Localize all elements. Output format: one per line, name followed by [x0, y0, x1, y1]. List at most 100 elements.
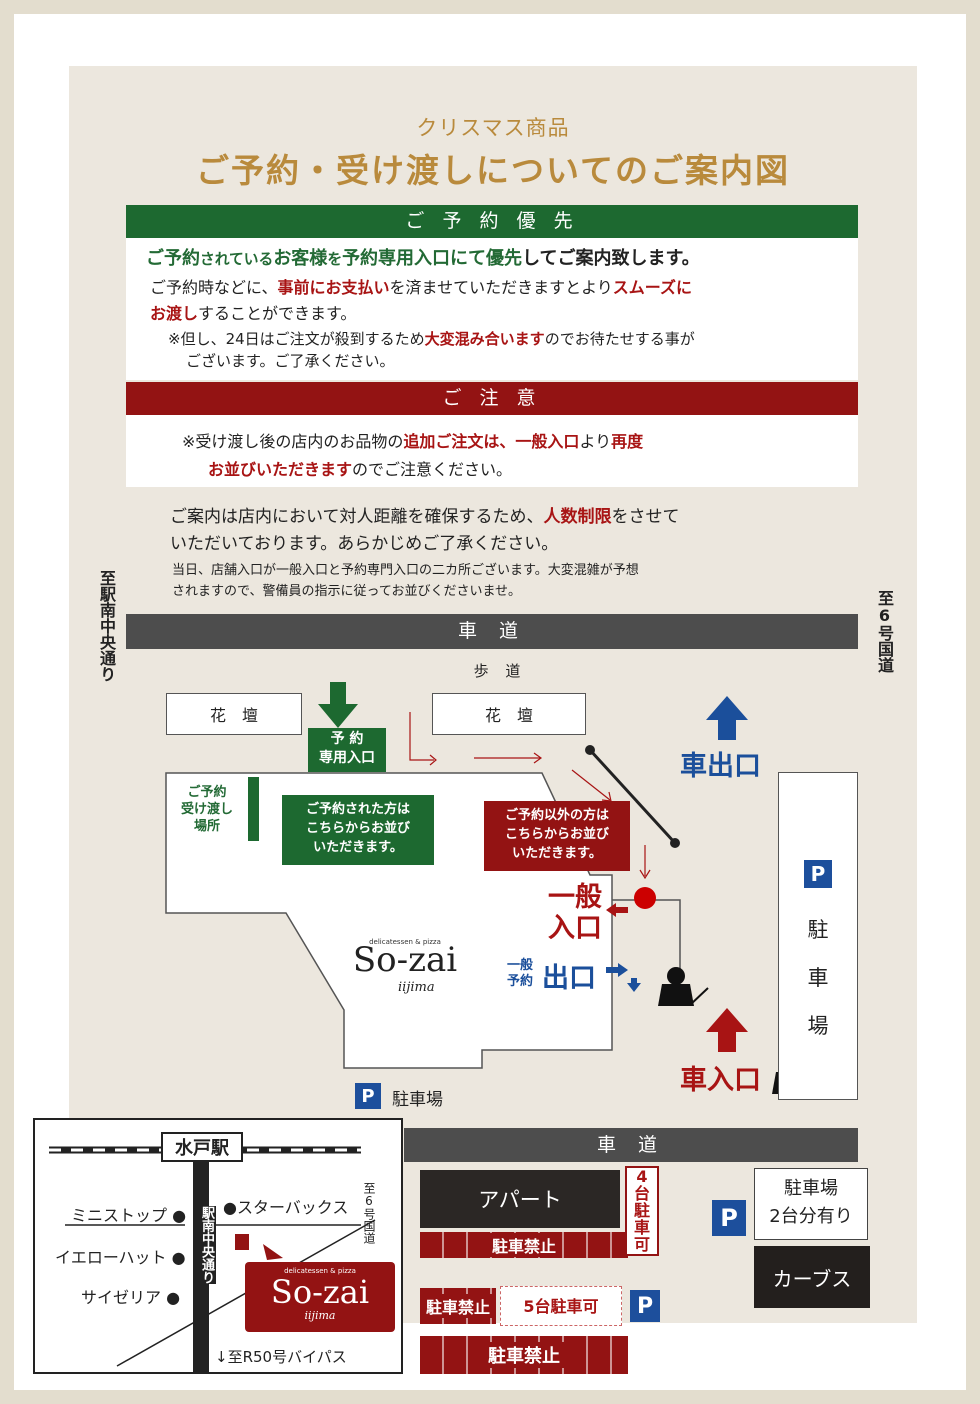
- blue-down-arrow: [627, 978, 641, 992]
- parking-right-lot: [778, 772, 858, 1100]
- parking-2-cars: 駐車場 2台分有り: [754, 1168, 868, 1240]
- blue-right-arrow: [606, 963, 628, 977]
- text-run: 大変混み合います: [424, 330, 545, 348]
- caution-line-1: ※受け渡し後の店内のお品物の追加ご注文は、一般入口より再度: [182, 428, 643, 452]
- parking-icon-right: P: [804, 860, 832, 888]
- text-run: 予約専用入口にて優先: [342, 248, 523, 269]
- inset-saizeriya: サイゼリア ●: [81, 1288, 181, 1307]
- priority-bar: ご 予 約 優 先: [126, 205, 858, 238]
- inset-bypass: ↓至R50号バイパス: [215, 1348, 347, 1366]
- parking-bottom-label: 駐車場: [392, 1090, 443, 1110]
- exit-label: 出口: [542, 963, 596, 994]
- planter-left: 花 壇: [166, 693, 302, 735]
- text-run: 再度: [611, 432, 644, 451]
- inset-map: 水戸駅 ミニストップ ● ●スターバックス イエローハット ● サイゼリア ● …: [33, 1118, 403, 1374]
- page-title: ご予約・受け渡しについてのご案内図: [195, 151, 790, 190]
- no-parking-1: 駐車禁止: [420, 1232, 628, 1258]
- reserve-arrow: [318, 682, 358, 728]
- inset-logo-box: delicatessen & pizza So-zai iijima: [245, 1262, 395, 1332]
- notice-line-4: されますので、警備員の指示に従ってお並びくださいませ。: [172, 584, 522, 599]
- priority-line-3: お渡しすることができます。: [150, 300, 356, 324]
- priority-line-4: ※但し、24日はご注文が殺到するため大変混み合いますのでお待たせする事が: [168, 328, 695, 349]
- text-run: ご予約時などに、: [150, 278, 278, 297]
- notice-line-3: 当日、店舗入口が一般入口と予約専門入口の二カ所ございます。大変混雑が予想: [172, 563, 639, 578]
- logo-small: delicatessen & pizza: [369, 938, 441, 946]
- text-run: することができます。: [198, 304, 357, 323]
- text-run: より: [579, 432, 612, 451]
- text-run: お並びいただきます: [208, 460, 353, 479]
- planter-right: 花 壇: [432, 693, 586, 735]
- inset-logo-main: So-zai: [270, 1273, 370, 1311]
- text-run: ご予約: [146, 248, 200, 269]
- car-exit-arrow: [706, 696, 748, 740]
- general-callout: ご予約以外の方は こちらからお並び いただきます。: [484, 801, 630, 871]
- car-exit-label: 車出口: [680, 751, 761, 782]
- inset-ministop: ミニストップ ●: [71, 1206, 187, 1225]
- text-run: お渡し: [150, 304, 199, 323]
- notice-line-2: いただいております。あらかじめご了承ください。: [170, 534, 559, 554]
- right-street-label: 至6号国道: [875, 590, 894, 673]
- red-left-arrow: [606, 903, 628, 917]
- text-run: お客様: [273, 248, 328, 269]
- parking-icon-2: P: [712, 1200, 746, 1236]
- red-path-3: [571, 769, 611, 801]
- text-run: してご案内致します。: [522, 248, 700, 269]
- inset-station: 水戸駅: [161, 1132, 243, 1162]
- notice-line-1: ご案内は店内において対人距離を確保するため、人数制限をさせて: [170, 502, 680, 527]
- text-run: ※但し、24日はご注文が殺到するため: [168, 330, 425, 348]
- no-parking-3: 駐車禁止: [420, 1336, 628, 1374]
- car-entrance-arrow: [706, 1008, 748, 1052]
- text-run: 追加ご注文は、一般入口: [403, 432, 580, 451]
- inset-logo-small: delicatessen & pizza: [284, 1267, 356, 1275]
- road-top: 車 道: [126, 614, 858, 649]
- inset-logo-script: iijima: [304, 1309, 336, 1322]
- priority-box: [126, 238, 858, 380]
- sidewalk-label: 歩 道: [473, 662, 527, 680]
- text-run: 事前にお支払い: [277, 278, 390, 297]
- text-run: を: [327, 251, 343, 268]
- apartment: アパート: [420, 1170, 620, 1228]
- caution-bar: ご 注 意: [126, 382, 858, 415]
- priority-line-5: ございます。ご了承ください。: [186, 352, 395, 370]
- guard-1: [658, 967, 709, 1006]
- red-path-1: [409, 712, 434, 761]
- inset-street: 駅南中央通り: [197, 1206, 216, 1284]
- curves-building: カーブス: [754, 1246, 870, 1308]
- caution-box: [126, 415, 858, 487]
- priority-line-2: ご予約時などに、事前にお支払いを済ませていただきますとよりスムーズに: [150, 274, 692, 298]
- inset-starbucks: ●スターバックス: [223, 1198, 349, 1217]
- parking-right-label: 駐 車 場: [807, 918, 829, 1038]
- text-run: スムーズに: [612, 278, 692, 297]
- left-street-label: 至駅南中央通り: [97, 570, 116, 682]
- barrier-line: [588, 748, 677, 845]
- exit-small-label: 一般 予約: [506, 958, 533, 989]
- text-run: のでお待たせする事が: [544, 330, 695, 348]
- text-run: を済ませていただきますとより: [389, 278, 613, 297]
- priority-line-1: ご予約されているお客様を予約専用入口にて優先してご案内致します。: [146, 244, 700, 270]
- text-run: ご案内は店内において対人距離を確保するため、: [170, 507, 544, 527]
- five-car-parking: 5台駐車可: [500, 1286, 622, 1326]
- text-run: ※受け渡し後の店内のお品物の: [182, 432, 404, 451]
- subtitle: クリスマス商品: [416, 116, 570, 140]
- logo-script: iijima: [398, 980, 435, 995]
- reserve-entrance-label: 予 約 専用入口: [308, 728, 386, 772]
- text-run: されている: [200, 251, 274, 268]
- pickup-marker: [248, 777, 259, 841]
- general-entrance-label: 一般 入口: [548, 882, 602, 944]
- parking-icon-lot: P: [630, 1290, 660, 1322]
- car-entrance-label: 車入口: [680, 1065, 761, 1096]
- caution-line-2: お並びいただきますのでご注意ください。: [208, 456, 512, 480]
- no-parking-2: 駐車禁止: [420, 1288, 496, 1324]
- text-run: のでご注意ください。: [352, 460, 513, 479]
- four-car-parking: 4 台 駐 車 可: [625, 1166, 659, 1256]
- inset-route6: 至6号国道: [362, 1182, 376, 1244]
- general-entrance-marker: [634, 887, 656, 909]
- road-bottom: 車 道: [404, 1128, 858, 1162]
- text-run: 人数制限: [543, 507, 612, 527]
- inset-yellowhat: イエローハット ●: [55, 1248, 186, 1267]
- reserve-callout: ご予約された方は こちらからお並び いただきます。: [282, 795, 434, 865]
- parking-icon-bottom: P: [355, 1083, 381, 1109]
- text-run: をさせて: [611, 507, 680, 527]
- logo-main: So-zai: [352, 940, 458, 980]
- reserve-pickup-label: ご予約 受け渡し 場所: [180, 785, 233, 834]
